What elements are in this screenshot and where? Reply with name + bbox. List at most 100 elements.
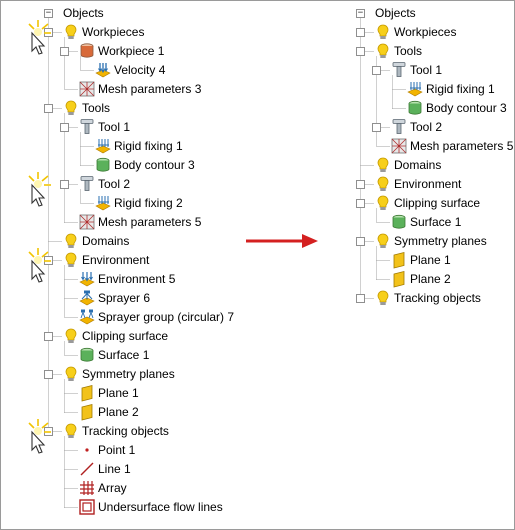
tree-item-label: Domains [394,158,442,172]
collapse-toggle[interactable]: − [44,8,53,18]
tree-item-label: Array [98,481,127,495]
collapse-toggle[interactable] [44,332,53,341]
tree-item-label: Sprayer group (circular) 7 [98,310,235,324]
bulb-icon [374,23,392,41]
tree-item-label: Workpieces [82,25,145,39]
mouse-click-icon [18,245,52,285]
body-contour-icon [94,156,112,174]
bulb-icon [62,422,80,440]
expand-toggle[interactable] [356,294,365,303]
surface-icon [390,213,408,231]
tree-root-label: Objects [375,6,416,20]
tree-item-label: Mesh parameters 5 [410,139,514,153]
array-icon [78,479,96,497]
bulb-icon [374,194,392,212]
tree-item-label: Symmetry planes [394,234,487,248]
tree-item-label: Plane 1 [410,253,451,267]
tree-item-label: Point 1 [98,443,136,457]
bulb-icon [374,232,392,250]
bulb-icon [62,365,80,383]
tree-item-label: Mesh parameters 5 [98,215,202,229]
mesh-icon [78,213,96,231]
fixing-icon [406,80,424,98]
tree-item-label: Tool 2 [410,120,443,134]
tree-item-label: Mesh parameters 3 [98,82,202,96]
tree-item-label: Plane 2 [410,272,451,286]
expand-toggle[interactable] [356,28,365,37]
body-contour-icon [406,99,424,117]
fixing-icon [94,194,112,212]
tree-item-label: Rigid fixing 2 [114,196,183,210]
plane-icon [390,270,408,288]
plane-icon [78,403,96,421]
collapse-toggle[interactable] [60,47,69,56]
sprayer-icon [78,289,96,307]
tree-item-label: Velocity 4 [114,63,166,77]
tree-root-label: Objects [63,6,104,20]
collapse-toggle[interactable] [60,180,69,189]
fixing-icon [94,137,112,155]
bulb-icon [62,23,80,41]
collapse-toggle[interactable]: − [356,8,365,18]
tree-item-label: Tools [82,101,111,115]
plane-icon [78,384,96,402]
bulb-icon [374,156,392,174]
collapse-toggle[interactable] [356,199,365,208]
line-icon [78,460,96,478]
tool-icon [78,175,96,193]
tree-item-label: Line 1 [98,462,131,476]
bulb-icon [62,99,80,117]
tree-item-label: Environment [394,177,462,191]
plane-icon [390,251,408,269]
collapse-toggle[interactable] [60,123,69,132]
tree-item-label: Tracking objects [82,424,169,438]
collapse-toggle[interactable] [372,66,381,75]
tree-item-label: Plane 1 [98,386,139,400]
tree-item-label: Body contour 3 [114,158,195,172]
collapse-toggle[interactable] [356,47,365,56]
tree-item-label: Environment [82,253,150,267]
tree-item-label: Environment 5 [98,272,176,286]
mouse-click-icon [18,169,52,209]
tree-item-label: Tools [394,44,423,58]
collapse-toggle[interactable] [44,370,53,379]
sprayer-group-icon [78,308,96,326]
expand-toggle[interactable] [356,180,365,189]
tree-item-label: Surface 1 [98,348,150,362]
tool-icon [390,118,408,136]
mesh-icon [390,137,408,155]
expand-toggle[interactable] [372,123,381,132]
tree-item-label: Tracking objects [394,291,481,305]
tree-item-label: Clipping surface [82,329,169,343]
point-icon [78,441,96,459]
mesh-icon [78,80,96,98]
bulb-icon [62,327,80,345]
tree-item-label: Body contour 3 [426,101,507,115]
tree-item-label: Tool 1 [410,63,443,77]
tree-item-label: Rigid fixing 1 [114,139,183,153]
bulb-icon [62,251,80,269]
flowlines-icon [78,498,96,516]
tree-item-label: Domains [82,234,130,248]
tree-item-label: Undersurface flow lines [98,500,223,514]
bulb-icon [374,175,392,193]
workpiece-icon [78,42,96,60]
bulb-icon [62,232,80,250]
tree-item-label: Sprayer 6 [98,291,151,305]
velocity-icon [94,61,112,79]
collapse-toggle[interactable] [356,237,365,246]
tool-icon [390,61,408,79]
environment-icon [78,270,96,288]
tree-item-label: Plane 2 [98,405,139,419]
mouse-click-icon [18,17,52,57]
tree-item-label: Surface 1 [410,215,462,229]
collapse-toggle[interactable] [44,104,53,113]
tree-item-label: Workpiece 1 [98,44,165,58]
tree-item-label: Rigid fixing 1 [426,82,495,96]
tool-icon [78,118,96,136]
bulb-icon [374,42,392,60]
surface-icon [78,346,96,364]
arrow-right-icon [246,234,318,248]
tree-item-label: Tool 2 [98,177,131,191]
tree-item-label: Symmetry planes [82,367,175,381]
